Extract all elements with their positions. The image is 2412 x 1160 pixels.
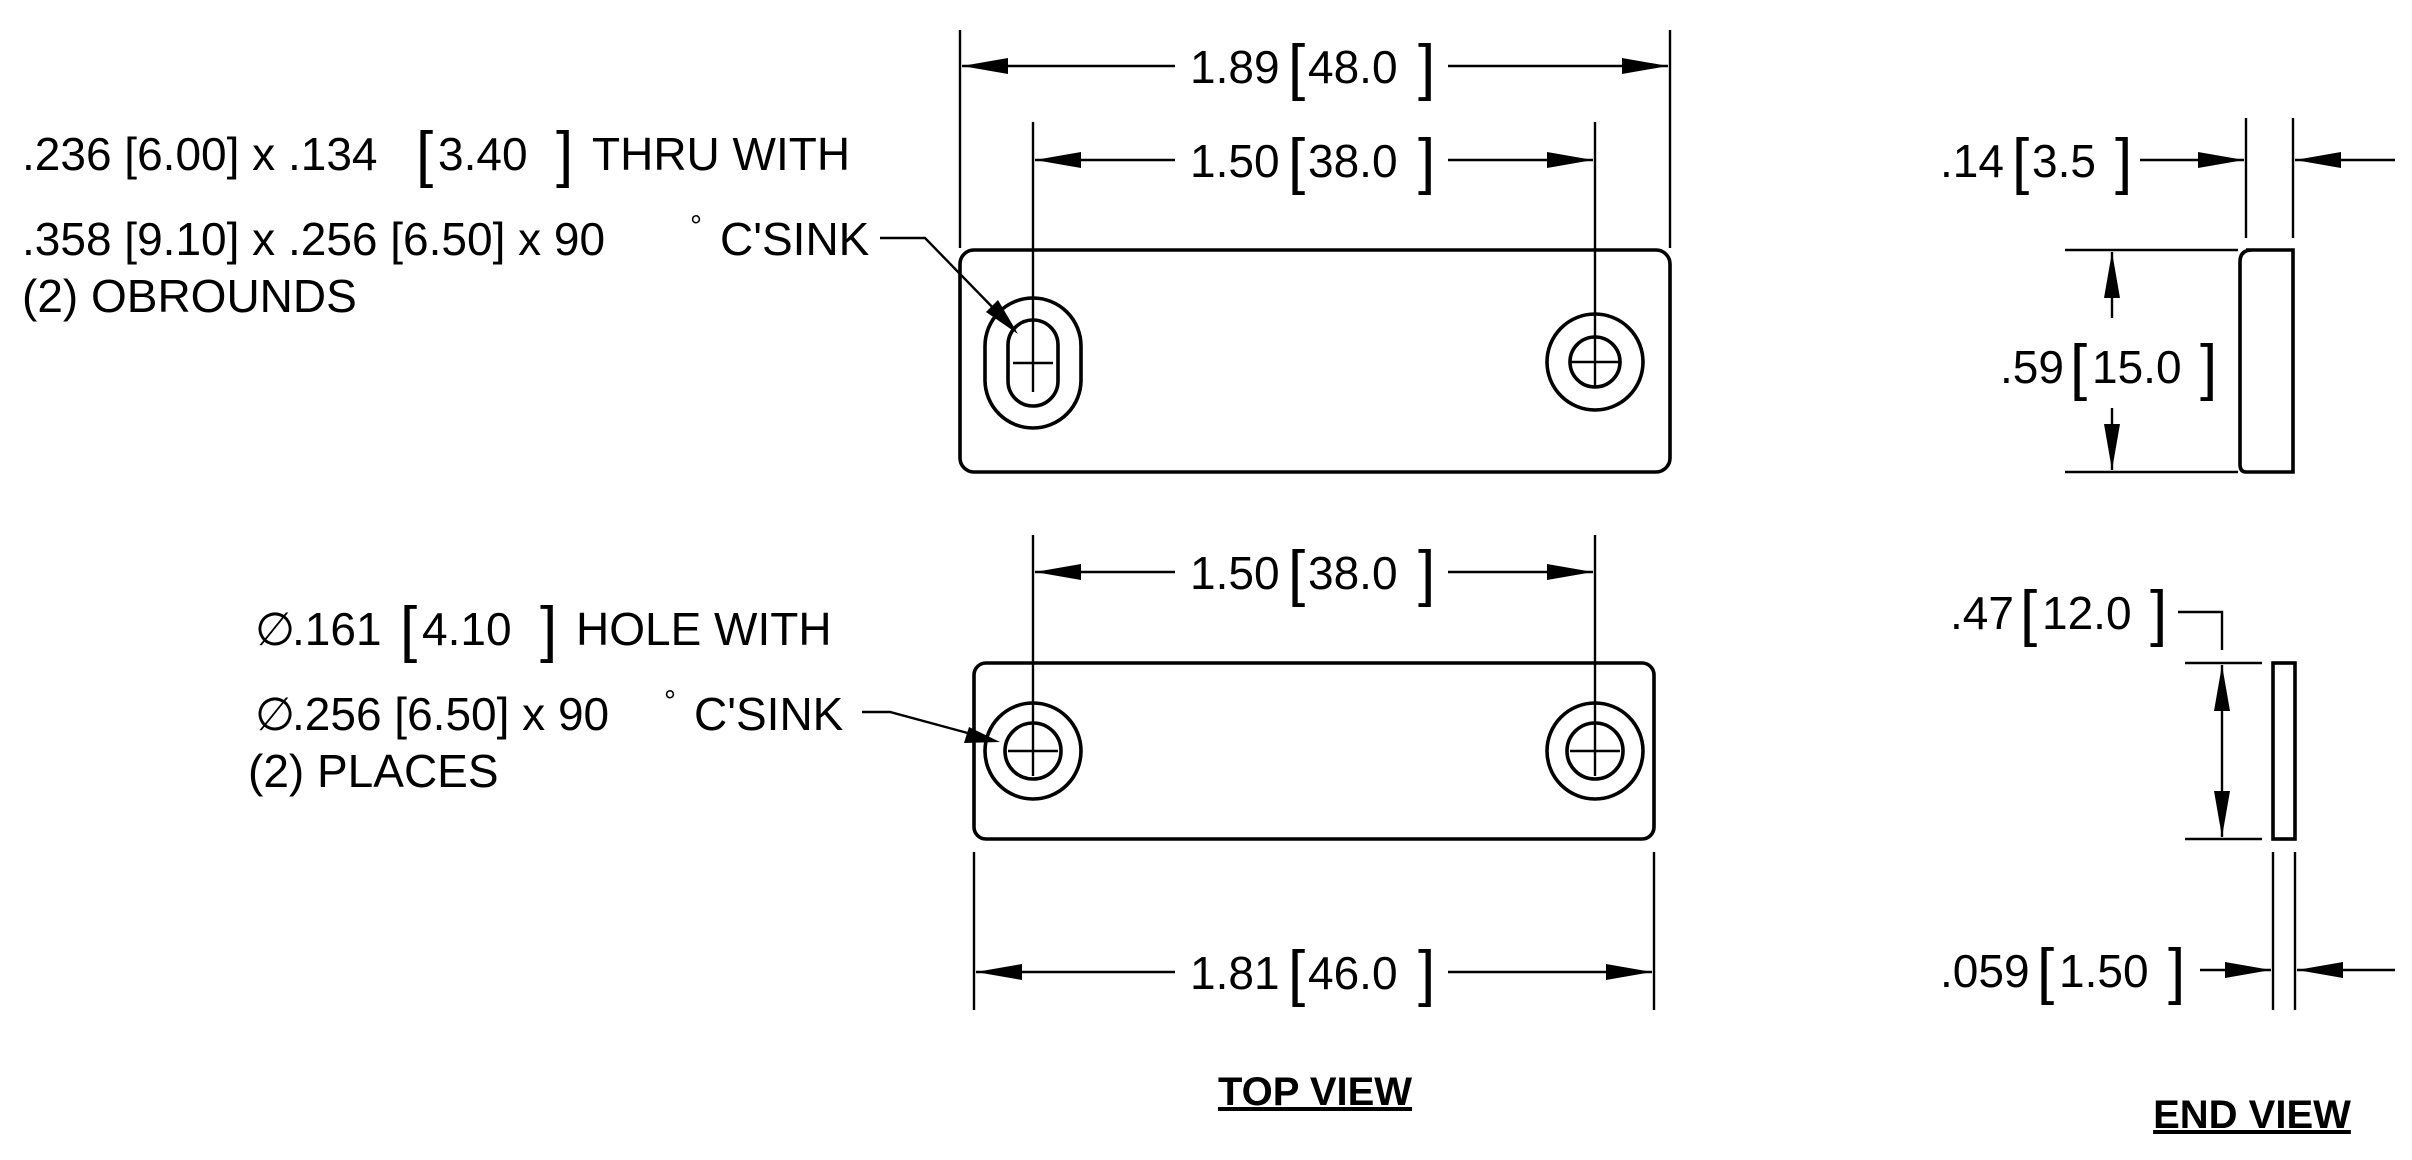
svg-text:]: ] xyxy=(1418,539,1435,608)
dim-lower-length: 1.81 [ 46.0 ] xyxy=(972,852,1656,1010)
dim-end-top-height-inch: .59 xyxy=(2000,341,2064,393)
dim-end-bottom-height-mm: 12.0 xyxy=(2042,587,2132,639)
svg-text:[: [ xyxy=(1288,939,1305,1008)
dim-lower-length-mm: 46.0 xyxy=(1308,947,1398,999)
dim-end-bottom-thickness-mm: 1.50 xyxy=(2059,945,2149,997)
lower-bracket-outline xyxy=(972,661,1656,841)
dim-end-top-height: .59 [ 15.0 ] xyxy=(2000,248,2238,474)
svg-text:]: ] xyxy=(2168,937,2185,1006)
hole-note-line1-a: .161 xyxy=(292,603,382,655)
dim-end-top-thickness: .14 [ 3.5 ] xyxy=(1940,118,2395,238)
svg-text:[: [ xyxy=(1288,33,1305,102)
dim-end-bottom-thickness: .059 [ 1.50 ] xyxy=(1940,852,2395,1010)
dim-hole-spacing-upper: 1.50 [ 38.0 ] xyxy=(1031,122,1597,337)
svg-text:]: ] xyxy=(2150,579,2167,648)
end-view-label: END VIEW xyxy=(2153,1093,2351,1137)
svg-text:]: ] xyxy=(540,595,557,664)
svg-text:[: [ xyxy=(416,120,433,189)
dim-end-bottom-thickness-inch: .059 xyxy=(1940,945,2030,997)
hole-note-line3: (2) PLACES xyxy=(248,745,499,797)
dim-hole-spacing-lower-inch: 1.50 xyxy=(1190,547,1280,599)
svg-text:[: [ xyxy=(2020,579,2037,648)
svg-text:[: [ xyxy=(2012,127,2029,196)
dim-overall-length: 1.89 [ 48.0 ] xyxy=(958,30,1672,248)
hole-degree-symbol: ° xyxy=(664,685,676,718)
svg-text:]: ] xyxy=(1418,33,1435,102)
obround-leader-arrow xyxy=(986,300,1018,334)
upper-part xyxy=(958,248,1672,474)
dim-hole-spacing-lower: 1.50 [ 38.0 ] xyxy=(1031,535,1597,726)
hole-note-line1-b: HOLE WITH xyxy=(576,603,832,655)
dim-end-bottom-height-inch: .47 xyxy=(1950,587,2014,639)
dim-hole-spacing-upper-inch: 1.50 xyxy=(1190,135,1280,187)
end-view-lower-part xyxy=(2271,661,2297,841)
obround-note-line1-mm: 3.40 xyxy=(438,128,528,180)
dim-end-bottom-height: .47 [ 12.0 ] xyxy=(1950,579,2262,841)
svg-text:]: ] xyxy=(2200,333,2217,402)
obround-leader xyxy=(880,236,1001,316)
dim-hole-spacing-lower-mm: 38.0 xyxy=(1308,547,1398,599)
svg-text:]: ] xyxy=(1418,939,1435,1008)
end-view-lower-profile xyxy=(2271,661,2297,841)
obround-note-line3: (2) OBROUNDS xyxy=(22,270,357,322)
dim-overall-length-inch: 1.89 xyxy=(1190,41,1280,93)
hole-note-line2: .256 [6.50] x 90 xyxy=(292,688,609,740)
hole-note-line2-b: C'SINK xyxy=(694,688,844,740)
svg-text:]: ] xyxy=(1418,127,1435,196)
svg-text:[: [ xyxy=(2037,937,2054,1006)
obround-note-line2-b: C'SINK xyxy=(720,213,870,265)
svg-text:]: ] xyxy=(2115,127,2132,196)
dim-overall-length-mm: 48.0 xyxy=(1308,41,1398,93)
svg-text:]: ] xyxy=(556,120,573,189)
obround-note-line1-b: THRU WITH xyxy=(592,128,850,180)
hole-callout: ∅ .161 [ 4.10 ] HOLE WITH ∅ .256 [6.50] … xyxy=(248,595,1000,797)
dim-end-top-height-mm: 15.0 xyxy=(2092,341,2182,393)
obround-degree-symbol: ° xyxy=(690,210,702,243)
end-view-upper-profile xyxy=(2238,248,2295,474)
obround-note-line2: .358 [9.10] x .256 [6.50] x 90 xyxy=(22,213,605,265)
dim-end-top-thickness-mm: 3.5 xyxy=(2032,135,2096,187)
hole-note-diameter-symbol-2: ∅ xyxy=(255,688,295,740)
top-view-label: TOP VIEW xyxy=(1218,1070,1412,1114)
hole-note-diameter-symbol-1: ∅ xyxy=(255,603,295,655)
dim-hole-spacing-upper-mm: 38.0 xyxy=(1308,135,1398,187)
hole-leader-arrow xyxy=(964,727,1000,743)
svg-text:[: [ xyxy=(1288,127,1305,196)
hole-leader xyxy=(862,710,976,737)
dim-end-top-thickness-inch: .14 xyxy=(1940,135,2004,187)
obround-callout: .236 [6.00] x .134 [ 3.40 ] THRU WITH .3… xyxy=(22,120,1018,334)
end-view-upper-part xyxy=(2238,248,2295,474)
dim-lower-length-inch: 1.81 xyxy=(1190,947,1280,999)
upper-bracket-outline xyxy=(958,248,1672,474)
svg-text:.236 [6.00] x .134: .236 [6.00] x .134 xyxy=(22,128,378,180)
hole-note-line1-mm: 4.10 xyxy=(422,603,512,655)
svg-text:[: [ xyxy=(400,595,417,664)
svg-text:[: [ xyxy=(1288,539,1305,608)
obround-note-line1-a: .236 [6.00] x .134 xyxy=(22,128,378,180)
svg-text:[: [ xyxy=(2070,333,2087,402)
lower-part xyxy=(972,661,1656,841)
